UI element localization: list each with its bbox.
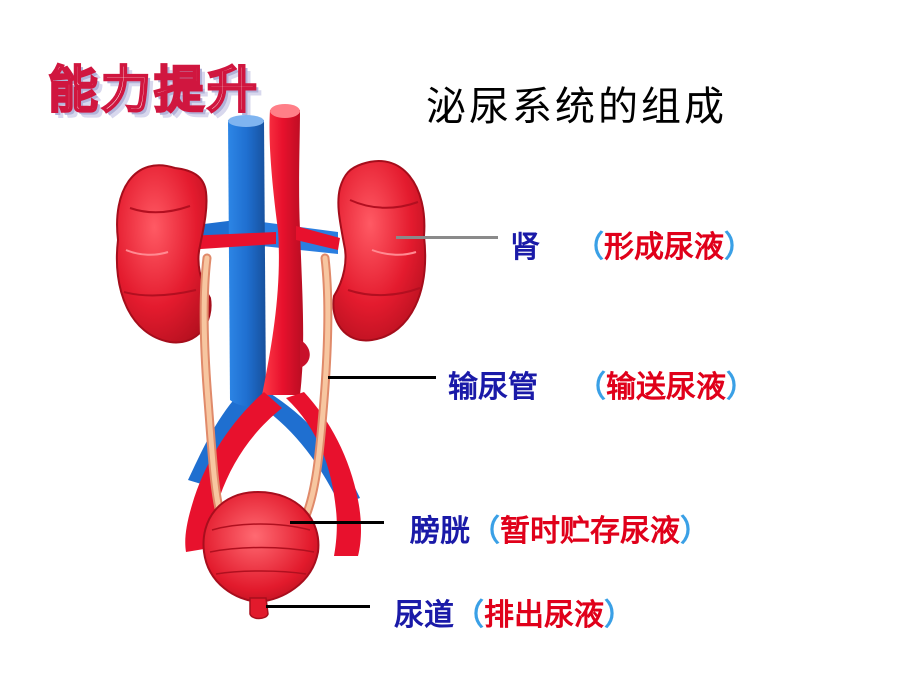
paren-close: ） bbox=[726, 370, 756, 405]
leader-line-kidney bbox=[396, 236, 498, 239]
inferior-vena-cava bbox=[228, 120, 266, 406]
renal-artery-left bbox=[186, 232, 276, 250]
left-kidney bbox=[115, 164, 212, 344]
paren-open: （ bbox=[470, 514, 500, 549]
leader-line-bladder bbox=[290, 521, 384, 524]
bladder bbox=[202, 490, 320, 604]
paren-open: （ bbox=[574, 230, 604, 265]
wordart-heading: 能力提升 bbox=[47, 60, 260, 120]
right-kidney bbox=[332, 160, 427, 342]
urethra bbox=[249, 597, 269, 620]
iliac-arteries bbox=[185, 392, 361, 556]
label-ureter: 输尿管 （输送尿液） bbox=[448, 362, 756, 406]
organ-name-kidney: 肾 bbox=[510, 230, 540, 265]
label-bladder: 膀胱（暂时贮存尿液） bbox=[410, 506, 710, 550]
leader-line-ureter bbox=[328, 376, 436, 379]
label-urethra: 尿道（排出尿液） bbox=[394, 590, 634, 634]
organ-name-bladder: 膀胱 bbox=[410, 514, 470, 549]
function-kidney: 形成尿液 bbox=[604, 230, 724, 265]
label-kidney: 肾 （形成尿液） bbox=[510, 222, 754, 266]
paren-close: ） bbox=[680, 514, 710, 549]
paren-open: （ bbox=[454, 598, 484, 633]
slide-title: 泌尿系统的组成 bbox=[426, 84, 727, 130]
paren-close: ） bbox=[724, 230, 754, 265]
organ-name-urethra: 尿道 bbox=[394, 598, 454, 633]
organ-name-ureter: 输尿管 bbox=[448, 370, 538, 405]
renal-artery-right bbox=[296, 226, 340, 250]
paren-close: ） bbox=[604, 598, 634, 633]
paren-open: （ bbox=[576, 370, 606, 405]
function-bladder: 暂时贮存尿液 bbox=[500, 514, 680, 549]
function-ureter: 输送尿液 bbox=[606, 370, 726, 405]
leader-line-urethra bbox=[266, 605, 370, 608]
ureters bbox=[199, 253, 333, 525]
aorta bbox=[262, 110, 304, 395]
function-urethra: 排出尿液 bbox=[484, 598, 604, 633]
